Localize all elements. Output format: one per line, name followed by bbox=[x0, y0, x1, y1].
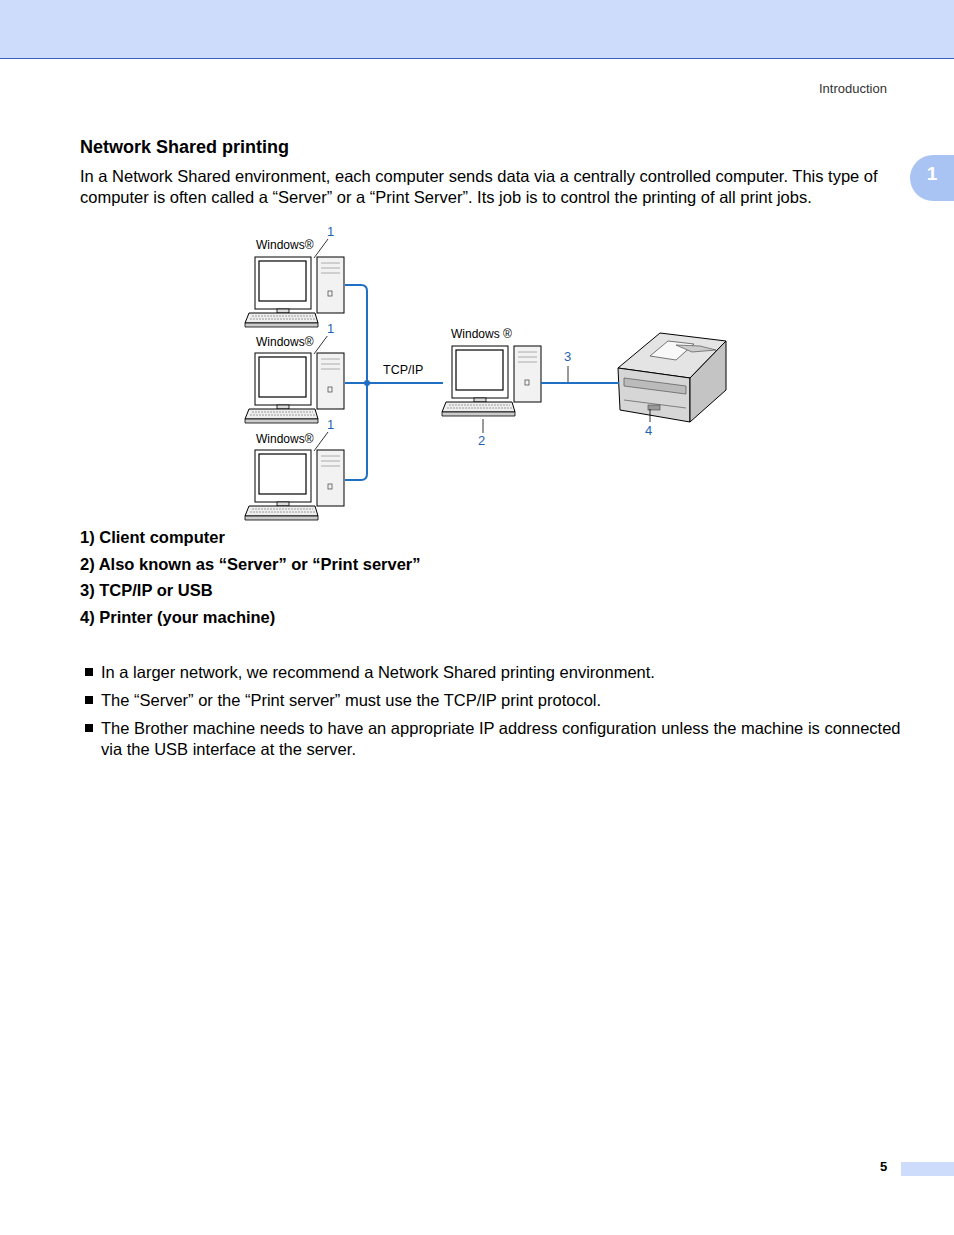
page-number: 5 bbox=[880, 1159, 887, 1174]
print-server: Windows ® 2 bbox=[441, 326, 543, 450]
printer: 4 bbox=[617, 328, 729, 440]
os-label: Windows ® bbox=[451, 327, 512, 341]
bullet-item: In a larger network, we recommend a Netw… bbox=[80, 662, 901, 683]
bullet-item: The “Server” or the “Print server” must … bbox=[80, 690, 901, 711]
legend-item: 3) TCP/IP or USB bbox=[80, 581, 213, 600]
network-cable bbox=[345, 383, 443, 480]
os-label: Windows® bbox=[256, 335, 314, 349]
network-cable bbox=[345, 285, 443, 383]
callout-number: 1 bbox=[327, 417, 334, 432]
running-header: Introduction bbox=[819, 81, 887, 96]
junction-dot bbox=[364, 380, 370, 386]
edge-label: TCP/IP bbox=[382, 363, 424, 377]
client-computer: Windows®1 bbox=[243, 429, 347, 523]
client-computer: Windows®1 bbox=[243, 236, 347, 328]
callout-number: 2 bbox=[478, 433, 485, 448]
client-computer: Windows®1 bbox=[243, 333, 347, 425]
network-cable bbox=[541, 382, 619, 384]
bullet-item: The Brother machine needs to have an app… bbox=[80, 718, 901, 760]
os-label: Windows® bbox=[256, 432, 314, 446]
callout-number: 4 bbox=[645, 423, 652, 438]
body-paragraph: In a Network Shared environment, each co… bbox=[80, 166, 896, 208]
chapter-number: 1 bbox=[910, 163, 954, 185]
callout-number: 1 bbox=[327, 224, 334, 239]
legend-item: 1) Client computer bbox=[80, 528, 225, 547]
callout-number: 3 bbox=[564, 349, 571, 364]
legend-item: 2) Also known as “Server” or “Print serv… bbox=[80, 555, 421, 574]
legend-item: 4) Printer (your machine) bbox=[80, 608, 275, 627]
header-band bbox=[0, 0, 954, 59]
os-label: Windows® bbox=[256, 238, 314, 252]
section-title: Network Shared printing bbox=[80, 137, 289, 158]
callout-number: 1 bbox=[327, 321, 334, 336]
footer-bar bbox=[901, 1162, 954, 1176]
